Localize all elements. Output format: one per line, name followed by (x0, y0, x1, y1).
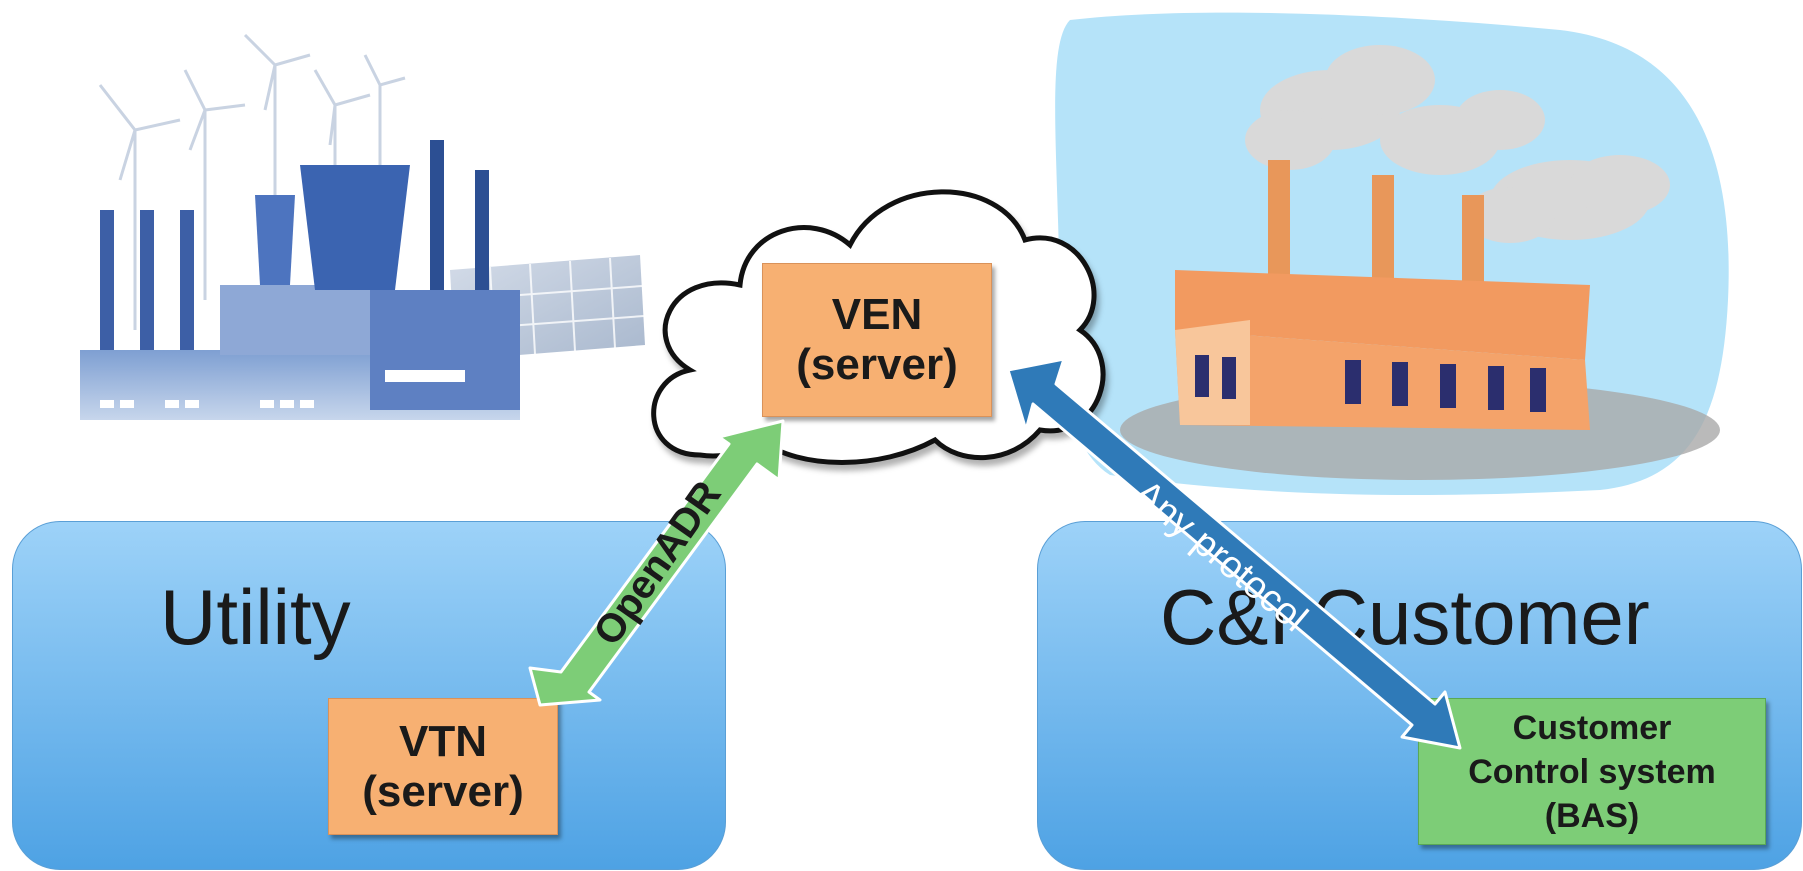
vtn-title: VTN (399, 716, 487, 766)
ven-server-node: VEN (server) (762, 263, 992, 417)
vtn-subtitle: (server) (362, 766, 524, 816)
openadr-arrow (528, 419, 785, 707)
smoke-cloud-icon (1245, 45, 1670, 243)
ven-title: VEN (831, 290, 923, 339)
customer-control-line-2: Control system (1468, 752, 1716, 791)
utility-label: Utility (160, 573, 351, 661)
factory-icon (1175, 160, 1590, 430)
customer-control-line-1: Customer (1512, 708, 1672, 747)
customer-control-system-node: Customer Control system (BAS) (1418, 698, 1766, 845)
customer-control-line-3: (BAS) (1544, 796, 1640, 835)
any-protocol-arrow (1006, 357, 1462, 750)
factory-building-icon (80, 140, 520, 420)
vtn-server-node: VTN (server) (328, 698, 558, 835)
ven-subtitle: (server) (796, 340, 958, 389)
customer-label: C&I Customer (1160, 573, 1650, 661)
